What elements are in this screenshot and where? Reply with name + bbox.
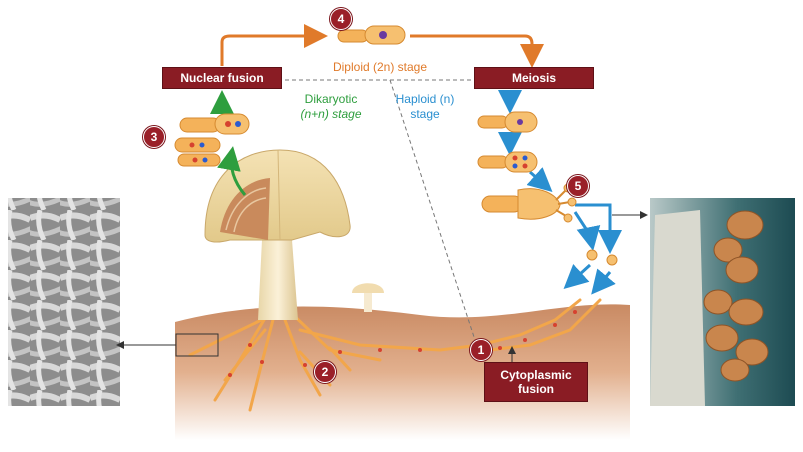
haploid-line1: Haploid (n) bbox=[395, 92, 455, 106]
basidium bbox=[481, 183, 618, 266]
arrow-mushroom-to-step-3 bbox=[217, 146, 247, 196]
arrow-to-basidium bbox=[526, 167, 553, 192]
dikaryotic-stage-label: Dikaryotic (n+n) stage bbox=[296, 92, 366, 122]
step-4-marker: 4 bbox=[330, 8, 352, 30]
small-mushroom bbox=[352, 283, 384, 312]
cytoplasmic-fusion-line2: fusion bbox=[518, 382, 554, 396]
arrow-spores-3 bbox=[563, 263, 592, 290]
arrow-spores-2 bbox=[573, 211, 601, 251]
dikaryotic-line1: Dikaryotic bbox=[304, 92, 358, 106]
diploid-cell bbox=[337, 25, 406, 45]
meiosis-box: Meiosis bbox=[474, 67, 594, 89]
soil bbox=[175, 304, 630, 440]
haploid-line2: stage bbox=[410, 107, 440, 121]
basidia-micrograph bbox=[650, 198, 795, 406]
dikaryotic-line2: (n+n) stage bbox=[300, 107, 362, 121]
arrow-to-meiosis bbox=[410, 34, 544, 68]
arrow-spores bbox=[575, 203, 622, 254]
nuclei bbox=[228, 310, 577, 377]
stage-divider-diagonal bbox=[389, 79, 476, 341]
step-3-marker: 3 bbox=[143, 126, 165, 148]
cytoplasmic-fusion-box: Cytoplasmic fusion bbox=[484, 362, 588, 402]
step-1-marker: 1 bbox=[470, 339, 492, 361]
mycelium bbox=[188, 298, 602, 412]
arrow-to-step-4 bbox=[220, 24, 328, 66]
meiosis-cells bbox=[477, 111, 538, 173]
hyphae-micrograph bbox=[8, 198, 120, 406]
cytoplasmic-fusion-line1: Cytoplasmic bbox=[500, 368, 572, 382]
dikaryotic-cells bbox=[174, 113, 250, 167]
step-5-marker: 5 bbox=[567, 175, 589, 197]
step-2-marker: 2 bbox=[314, 361, 336, 383]
haploid-stage-label: Haploid (n) stage bbox=[390, 92, 460, 122]
arrow-spores-4 bbox=[591, 268, 616, 295]
diploid-stage-label: Diploid (2n) stage bbox=[332, 60, 428, 74]
nuclear-fusion-box: Nuclear fusion bbox=[162, 67, 282, 89]
mushroom bbox=[204, 149, 351, 320]
